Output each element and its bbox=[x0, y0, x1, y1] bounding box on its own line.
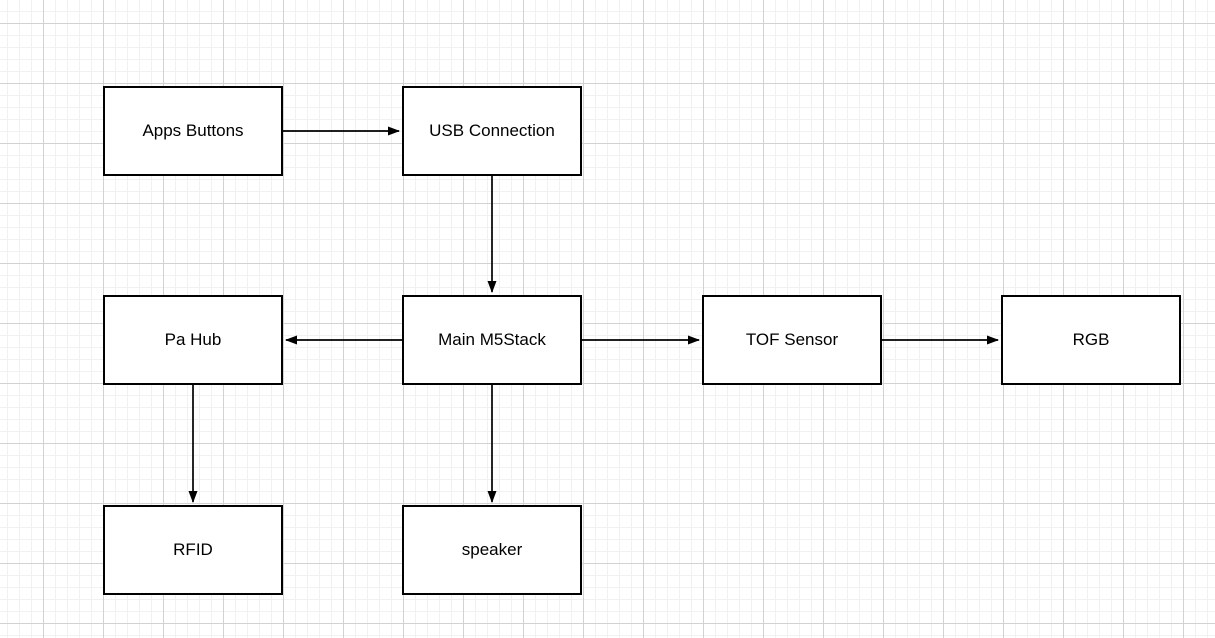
node-label-rgb: RGB bbox=[1072, 329, 1110, 349]
diagram-node-speaker[interactable]: speaker bbox=[402, 505, 582, 595]
diagram-node-rgb[interactable]: RGB bbox=[1001, 295, 1181, 385]
diagram-node-apps-buttons[interactable]: Apps Buttons bbox=[103, 86, 283, 176]
node-label-speaker: speaker bbox=[461, 539, 523, 559]
diagram-node-main-m5stack[interactable]: Main M5Stack bbox=[402, 295, 582, 385]
node-label-apps-buttons: Apps Buttons bbox=[142, 120, 244, 140]
diagram-node-rfid[interactable]: RFID bbox=[103, 505, 283, 595]
node-label-rfid: RFID bbox=[173, 539, 213, 559]
diagram-node-tof-sensor[interactable]: TOF Sensor bbox=[702, 295, 882, 385]
node-label-usb-connection: USB Connection bbox=[429, 120, 555, 140]
node-label-tof-sensor: TOF Sensor bbox=[745, 329, 839, 349]
node-label-main-m5stack: Main M5Stack bbox=[438, 329, 546, 349]
node-label-pa-hub: Pa Hub bbox=[164, 329, 222, 349]
diagram-node-usb-connection[interactable]: USB Connection bbox=[402, 86, 582, 176]
diagram-node-pa-hub[interactable]: Pa Hub bbox=[103, 295, 283, 385]
